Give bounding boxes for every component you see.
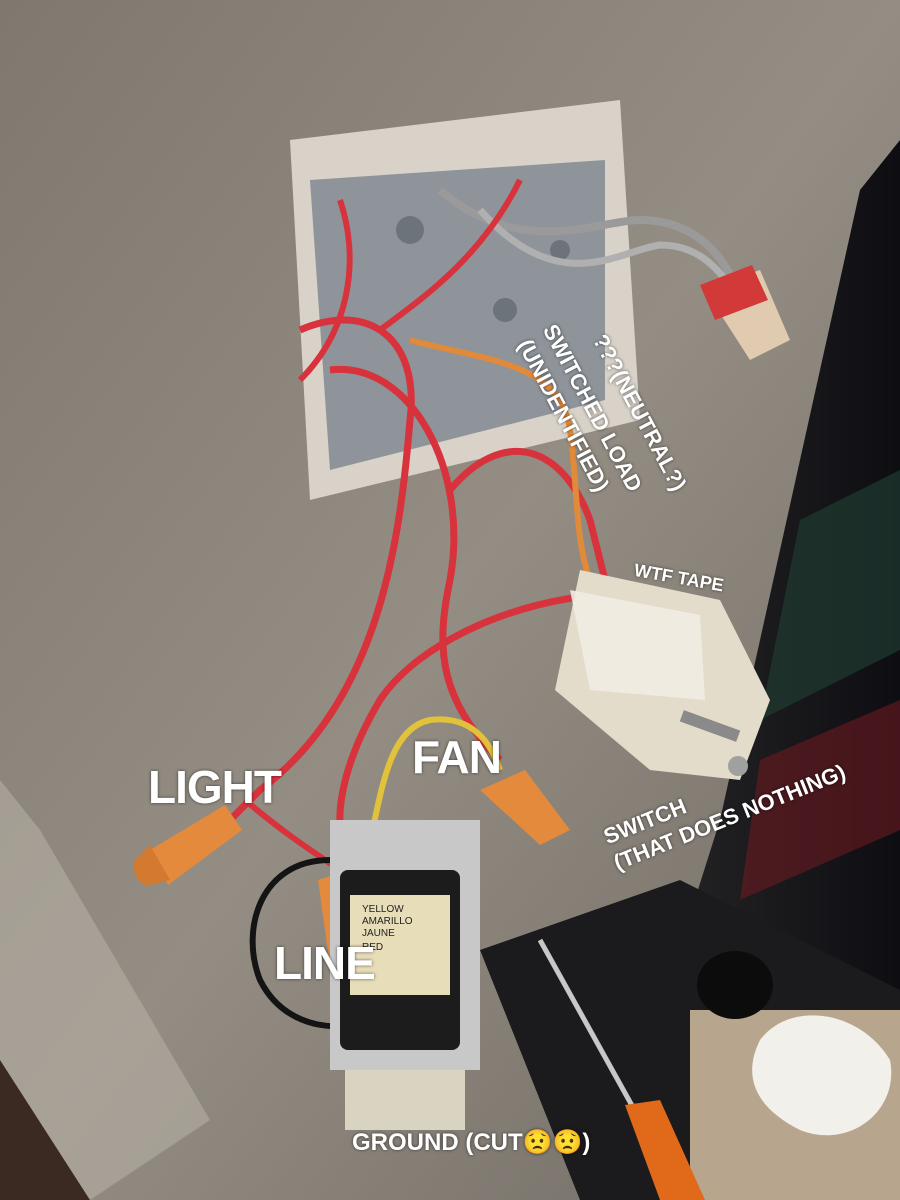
floor-shadow bbox=[0, 1060, 90, 1200]
device-text-amarillo: AMARILLO bbox=[362, 916, 413, 927]
label-fan: FAN bbox=[412, 731, 502, 783]
label-line: LINE bbox=[274, 937, 376, 989]
screwdriver-handle bbox=[625, 1100, 705, 1200]
device-text-jaune: JAUNE bbox=[362, 928, 395, 939]
knockout-1 bbox=[396, 216, 424, 244]
panel-pattern bbox=[760, 470, 900, 720]
light-wire-nut-body bbox=[133, 845, 170, 886]
red-wire-light bbox=[227, 316, 415, 823]
label-ground: GROUND (CUT😟😟) bbox=[352, 1129, 591, 1156]
gray-wire-2 bbox=[477, 207, 743, 302]
device-text-yellow: YELLOW bbox=[362, 904, 404, 915]
red-wire-box bbox=[297, 199, 353, 383]
screwdriver-shaft bbox=[537, 938, 643, 1122]
knob bbox=[697, 951, 773, 1019]
label-light: LIGHT bbox=[148, 761, 282, 813]
fan-wire-nut bbox=[480, 770, 570, 845]
door-frame bbox=[0, 780, 210, 1200]
red-wire-box-2 bbox=[378, 178, 523, 333]
light-wire-nut bbox=[150, 805, 242, 885]
black-wire bbox=[249, 857, 351, 1030]
tissue bbox=[752, 1015, 892, 1136]
dark-panel bbox=[600, 140, 900, 1200]
knockout-3 bbox=[550, 240, 570, 260]
knockout-2 bbox=[493, 298, 517, 322]
electrical-box bbox=[310, 160, 605, 470]
neutral-wire-nut bbox=[700, 265, 790, 360]
device-text-red: RED bbox=[362, 942, 383, 953]
red-wire-switch-2 bbox=[336, 591, 601, 852]
panel-pattern-red bbox=[740, 700, 900, 900]
fan-control-device: YELLOW AMARILLO JAUNE RED bbox=[330, 820, 480, 1130]
orange-switched-load-wire bbox=[409, 337, 593, 582]
red-wire-switch bbox=[447, 448, 614, 601]
red-wire-fan bbox=[329, 365, 503, 763]
taped-switch bbox=[555, 570, 770, 780]
gray-wire-1 bbox=[437, 186, 739, 287]
